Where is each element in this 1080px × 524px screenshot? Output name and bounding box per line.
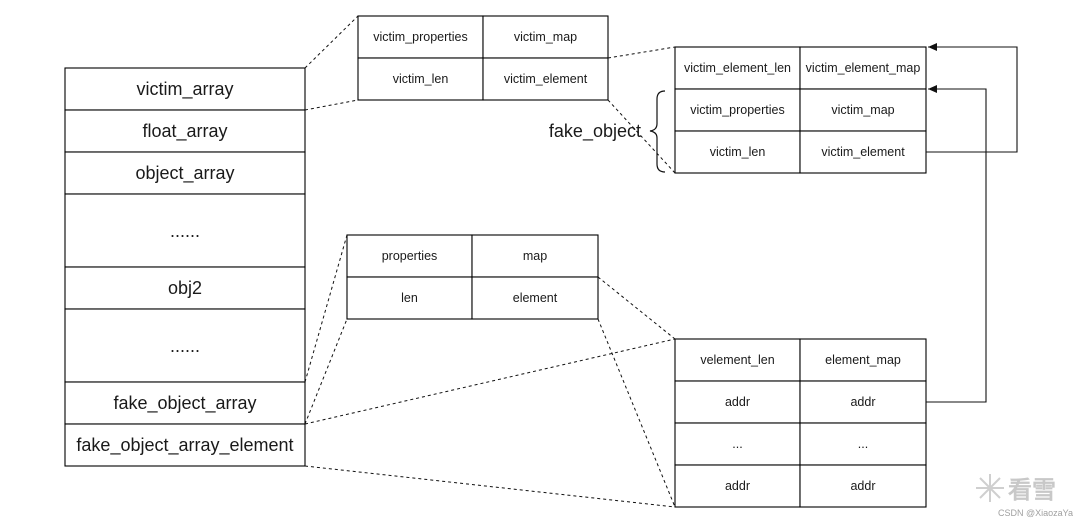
cell-victim-element-map	[799, 46, 927, 90]
cell-victim-element	[482, 57, 609, 101]
watermark-credit: CSDN @XiaozaYa	[998, 508, 1073, 518]
cell-element-map	[799, 338, 927, 382]
dash-fake-array-bottom	[304, 318, 348, 425]
cell-fake-victim-map	[799, 88, 927, 132]
cell-element	[471, 276, 599, 320]
fake-array-object-box: properties map len element	[346, 234, 599, 320]
text-fake-victim-map: victim_map	[831, 103, 894, 117]
row-object-array	[64, 151, 306, 195]
cell-fake-victim-len	[674, 130, 801, 174]
cell-len	[346, 276, 473, 320]
text-velement-len: velement_len	[700, 353, 774, 367]
victim-array-object-box: victim_properties victim_map victim_len …	[357, 15, 609, 101]
dash-victim-array-top	[304, 15, 359, 69]
victim-element-object-box: victim_element_len victim_element_map vi…	[674, 46, 927, 174]
text-fake-victim-properties: victim_properties	[690, 103, 784, 117]
cell-map	[471, 234, 599, 278]
pointer-arrows	[926, 43, 1018, 403]
dash-victim-array-bottom	[304, 99, 359, 111]
text-victim-len: victim_len	[393, 72, 449, 86]
label-object-array: object_array	[135, 163, 234, 184]
arrow-victim-element-pointer	[926, 43, 1018, 153]
curly-brace	[649, 90, 666, 173]
cell-properties	[346, 234, 473, 278]
text-victim-element-len: victim_element_len	[684, 61, 791, 75]
text-fake-victim-len: victim_len	[710, 145, 766, 159]
cell-ellipsis-a	[674, 422, 801, 466]
text-element-map: element_map	[825, 353, 901, 367]
text-ellipsis-a: ...	[732, 437, 742, 451]
row-victim-array	[64, 67, 306, 111]
watermark-logo-text: 看雪	[1008, 477, 1056, 504]
text-victim-map: victim_map	[514, 30, 577, 44]
dash-array-element-bottom	[304, 465, 676, 508]
dash-array-element-top	[304, 338, 676, 425]
text-map: map	[523, 249, 547, 263]
text-properties: properties	[382, 249, 438, 263]
row-fake-object-array-element	[64, 423, 306, 467]
snowflake-logo-icon	[976, 474, 1004, 502]
dash-fake-array-top	[304, 234, 348, 383]
cell-addr-1a	[674, 380, 801, 424]
cell-victim-map	[482, 15, 609, 59]
text-addr-2b: addr	[850, 479, 875, 493]
row-float-array	[64, 109, 306, 153]
text-fake-victim-element: victim_element	[821, 145, 905, 159]
label-obj2: obj2	[168, 278, 202, 298]
cell-velement-len	[674, 338, 801, 382]
arrow-addr-pointer	[926, 85, 987, 403]
label-fake-object: fake_object	[549, 121, 641, 142]
label-fake-object-array: fake_object_array	[113, 393, 256, 414]
cell-addr-2b	[799, 464, 927, 508]
dashed-connectors	[304, 15, 676, 508]
text-addr-1b: addr	[850, 395, 875, 409]
text-addr-2a: addr	[725, 479, 750, 493]
memory-layout-column: victim_array float_array object_array ..…	[64, 67, 306, 467]
cell-addr-2a	[674, 464, 801, 508]
label-victim-array: victim_array	[136, 79, 233, 100]
fake-object-brace-group: fake_object	[549, 90, 666, 173]
text-victim-element-map: victim_element_map	[806, 61, 921, 75]
label-fake-object-array-element: fake_object_array_element	[76, 435, 293, 456]
watermark: 看雪 CSDN @XiaozaYa	[976, 474, 1073, 518]
dash-victim-element-bottom	[607, 99, 676, 174]
dash-fake-element-top	[597, 276, 676, 340]
label-ellipsis-2: ......	[170, 336, 200, 356]
text-len: len	[401, 291, 418, 305]
text-victim-properties: victim_properties	[373, 30, 467, 44]
cell-ellipsis-b	[799, 422, 927, 466]
text-victim-element: victim_element	[504, 72, 588, 86]
dash-victim-element-top	[607, 46, 676, 59]
row-ellipsis-1	[64, 193, 306, 268]
fake-element-object-box: velement_len element_map addr addr ... .…	[674, 338, 927, 508]
dash-fake-element-bottom	[597, 318, 676, 508]
text-ellipsis-b: ...	[858, 437, 868, 451]
text-addr-1a: addr	[725, 395, 750, 409]
text-element: element	[513, 291, 558, 305]
label-ellipsis-1: ......	[170, 221, 200, 241]
label-float-array: float_array	[142, 121, 227, 142]
cell-fake-victim-element	[799, 130, 927, 174]
row-ellipsis-2	[64, 308, 306, 383]
